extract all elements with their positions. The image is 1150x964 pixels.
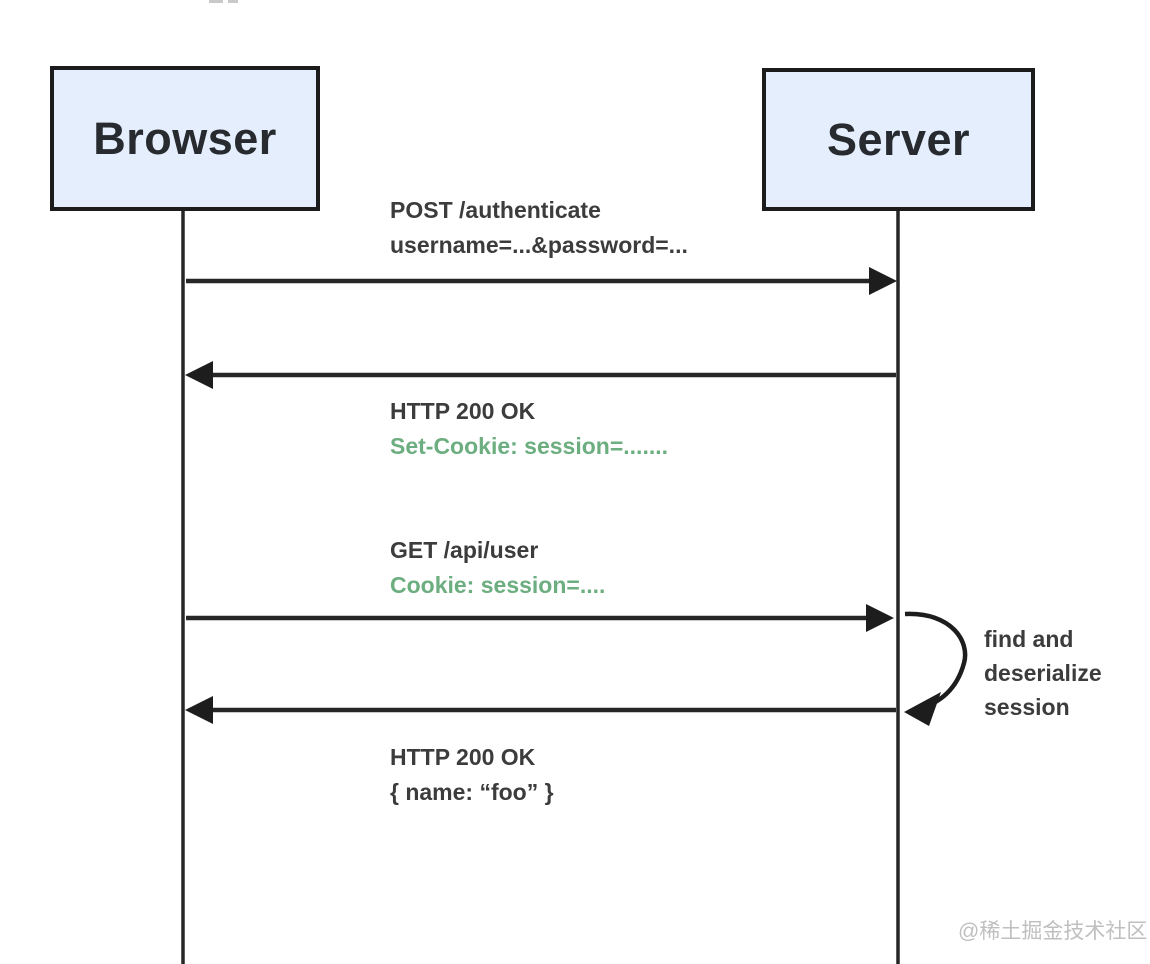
arrow-get-api-user-head bbox=[866, 604, 894, 632]
message-setcookie-response: HTTP 200 OK Set-Cookie: session=....... bbox=[390, 394, 668, 464]
arrow-setcookie-response-head bbox=[185, 361, 213, 389]
actor-box-browser: Browser bbox=[50, 66, 320, 211]
message-line: username=...&password=... bbox=[390, 232, 688, 258]
actor-label-server: Server bbox=[826, 113, 971, 165]
message-line: HTTP 200 OK bbox=[390, 744, 536, 770]
message-line-cookie: Cookie: session=.... bbox=[390, 572, 606, 598]
message-get-api-user: GET /api/user Cookie: session=.... bbox=[390, 533, 605, 603]
actor-box-server: Server bbox=[762, 68, 1035, 211]
message-line: { name: “foo” } bbox=[390, 779, 554, 805]
message-post-authenticate: POST /authenticate username=...&password… bbox=[390, 193, 688, 263]
arrow-json-response-head bbox=[185, 696, 213, 724]
message-json-response: HTTP 200 OK { name: “foo” } bbox=[390, 740, 554, 810]
message-line: HTTP 200 OK bbox=[390, 398, 536, 424]
server-self-loop-arrow-head bbox=[904, 692, 941, 726]
actor-label-browser: Browser bbox=[93, 112, 277, 164]
message-line: POST /authenticate bbox=[390, 197, 601, 223]
message-line-setcookie: Set-Cookie: session=....... bbox=[390, 433, 668, 459]
cropped-edge-artifact bbox=[228, 0, 238, 3]
arrow-post-authenticate-head bbox=[869, 267, 897, 295]
server-self-loop-arrow bbox=[904, 611, 968, 711]
watermark-juejin: @稀土掘金技术社区 bbox=[958, 920, 1148, 943]
cropped-edge-artifact bbox=[209, 0, 223, 3]
message-line: GET /api/user bbox=[390, 537, 539, 563]
self-loop-note: find and deserialize session bbox=[984, 626, 1102, 720]
